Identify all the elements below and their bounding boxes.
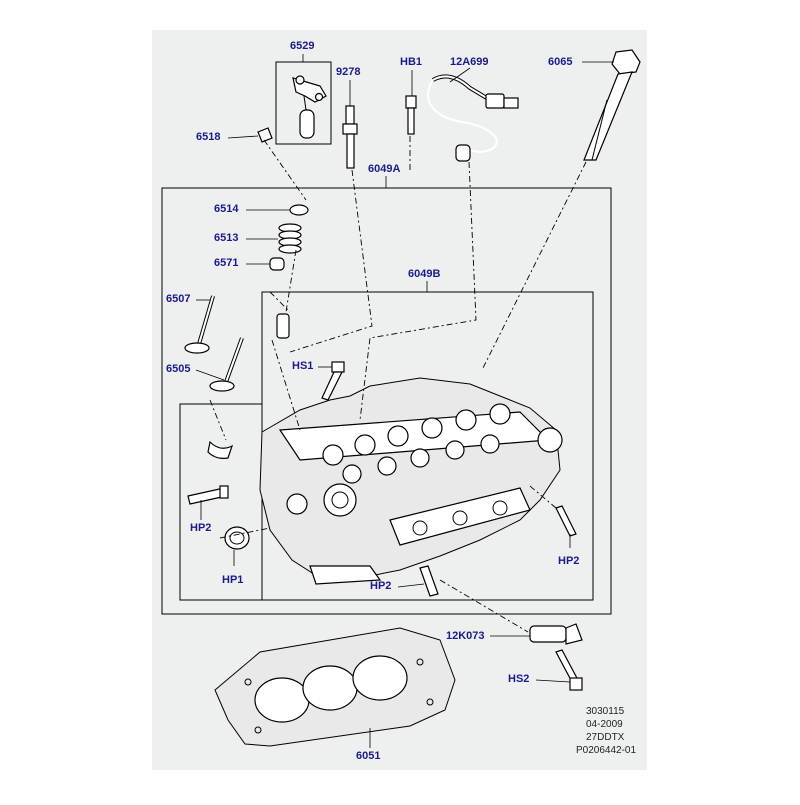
label-6049a: 6049A (368, 163, 401, 175)
label-hs2: HS2 (508, 673, 530, 685)
hs2-bolt (555, 649, 583, 691)
camshaft-sensor (529, 623, 583, 645)
rocker-kit-box (275, 61, 332, 145)
cylinder-head-assembly-box (161, 187, 612, 615)
label-6049b: 6049B (408, 268, 441, 280)
drawing-number: 3030115 (586, 706, 625, 717)
label-12a699: 12A699 (450, 56, 489, 68)
label-6505: 6505 (166, 363, 191, 375)
label-6529: 6529 (290, 40, 315, 52)
intake-valve (184, 295, 215, 354)
label-hs1: HS1 (292, 360, 314, 372)
collet-ring (207, 440, 234, 459)
valve-stem-seal (269, 257, 285, 271)
label-6507: 6507 (166, 293, 191, 305)
label-6571: 6571 (214, 257, 239, 269)
hp2-bolt-left (187, 485, 229, 505)
rocker-arm (292, 75, 327, 139)
temperature-sensor-with-harness (427, 74, 519, 162)
valve-guide (276, 313, 290, 339)
head-gasket (214, 627, 456, 747)
hp1-plug (224, 526, 250, 550)
hs1-bolt (321, 361, 345, 401)
label-hp1: HP1 (222, 574, 244, 586)
label-hp2-bottom: HP2 (370, 580, 392, 592)
exhaust-valve (209, 337, 244, 392)
label-6065: 6065 (548, 56, 573, 68)
label-hp2-right: HP2 (558, 555, 580, 567)
hb1-bolt (405, 95, 417, 135)
label-12k073: 12K073 (446, 630, 485, 642)
label-6518: 6518 (196, 131, 221, 143)
label-6513: 6513 (214, 232, 239, 244)
cylinder-head-box-extension (179, 292, 263, 601)
illustration-id: P0206442-01 (576, 745, 637, 756)
hp2-bolt-bottom (419, 565, 439, 597)
label-6514: 6514 (214, 203, 239, 215)
drawing-date: 04-2009 (586, 719, 623, 730)
label-hp2-left: HP2 (190, 522, 212, 534)
label-9278: 9278 (336, 66, 361, 78)
label-6051: 6051 (356, 750, 381, 762)
label-hb1: HB1 (400, 56, 423, 68)
cylinder-head-bolt (583, 49, 641, 161)
spring-retainer (289, 204, 309, 216)
glow-plug (342, 105, 358, 169)
valve-collet (257, 127, 273, 143)
engine-code: 27DDTX (586, 732, 625, 743)
hp2-bolt-right (555, 505, 577, 537)
cylinder-head (259, 377, 563, 585)
